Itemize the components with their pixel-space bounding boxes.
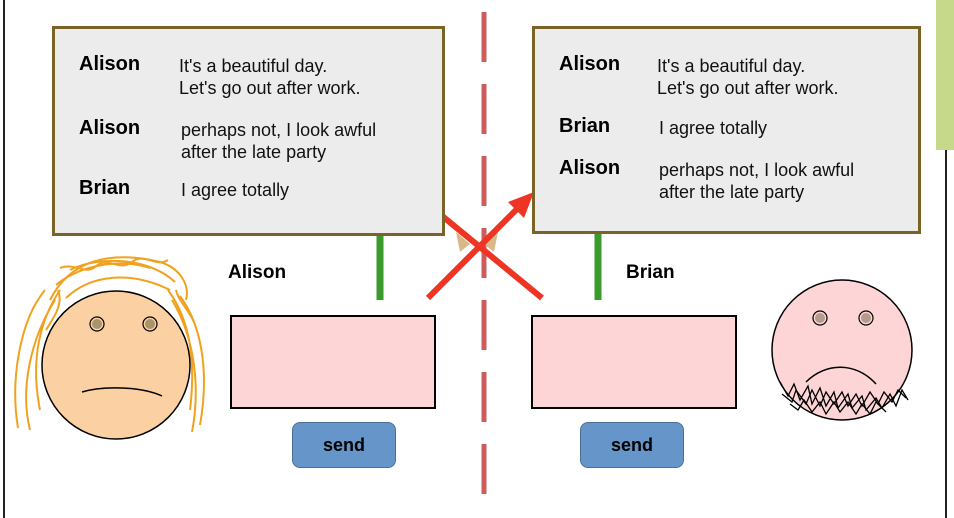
arrow-left-to-right-window (425, 192, 534, 301)
left-message-3: Brian I agree totally (79, 177, 289, 201)
right-message-2-text: I agree totally (659, 118, 768, 138)
right-send-button[interactable]: send (580, 422, 684, 468)
right-message-1-text: It's a beautiful day. Let's go out after… (657, 56, 839, 98)
right-message-2-sender: Brian (559, 115, 611, 137)
cross-marker-right (484, 232, 498, 252)
left-message-input[interactable] (230, 315, 436, 409)
right-message-input[interactable] (531, 315, 737, 409)
left-message-3-sender: Brian (79, 177, 131, 199)
right-message-2: Brian I agree totally (559, 115, 767, 139)
right-message-3: Alison perhaps not, I look awful after t… (559, 157, 854, 203)
left-message-1: Alison It's a beautiful day. Let's go ou… (79, 53, 361, 99)
left-user-label: Alison (228, 262, 287, 283)
cross-marker-left (456, 232, 470, 252)
accent-bar (936, 0, 954, 150)
brian-face-avatar (771, 279, 913, 421)
alison-face-avatar (14, 256, 205, 440)
right-message-3-text: perhaps not, I look awful after the late… (659, 160, 855, 202)
right-chat-window: Alison It's a beautiful day. Let's go ou… (532, 26, 921, 234)
left-message-1-text: It's a beautiful day. Let's go out after… (179, 56, 361, 98)
left-chat-window: Alison It's a beautiful day. Let's go ou… (52, 26, 445, 236)
left-message-2-sender: Alison (79, 117, 141, 139)
right-message-1: Alison It's a beautiful day. Let's go ou… (559, 53, 839, 99)
right-message-1-sender: Alison (559, 53, 621, 75)
left-message-3-text: I agree totally (181, 180, 290, 200)
right-message-3-sender: Alison (559, 157, 621, 179)
left-message-2: Alison perhaps not, I look awful after t… (79, 117, 376, 163)
right-user-label: Brian (626, 262, 675, 283)
left-message-2-text: perhaps not, I look awful after the late… (181, 120, 377, 162)
left-message-1-sender: Alison (79, 53, 141, 75)
left-send-button[interactable]: send (292, 422, 396, 468)
